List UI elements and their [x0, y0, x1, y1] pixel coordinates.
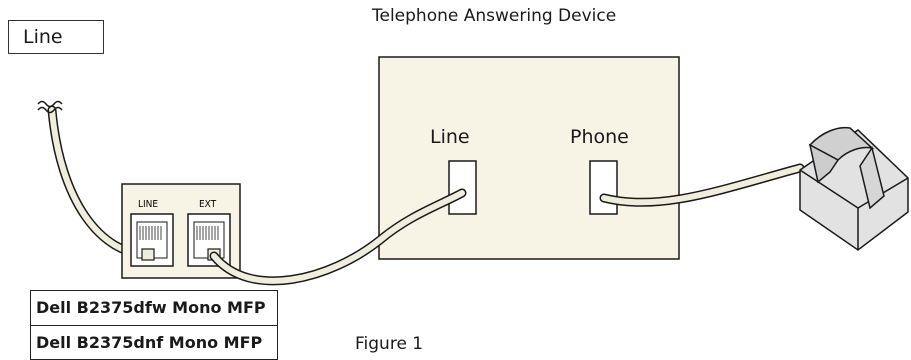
mfp-line-port-label: LINE	[138, 199, 158, 210]
mfp-model-name: Dell B2375dnf Mono MFP	[31, 325, 277, 360]
mfp-model-box: Dell B2375dfw Mono MFP Dell B2375dnf Mon…	[30, 290, 278, 360]
tad-line-port-label: Line	[430, 126, 470, 148]
telephone-icon	[799, 126, 909, 251]
tad-line-jack	[448, 160, 477, 215]
tad-phone-port-label: Phone	[570, 126, 629, 148]
wall-break-icon	[37, 100, 63, 114]
mfp-ext-port-label: EXT	[199, 199, 217, 210]
figure-caption: Figure 1	[355, 334, 424, 354]
mfp-model-name: Dell B2375dfw Mono MFP	[36, 298, 266, 317]
answering-device-body	[378, 56, 680, 260]
answering-device-title: Telephone Answering Device	[372, 6, 617, 26]
tad-phone-jack	[589, 160, 618, 215]
line-label-box: Line	[8, 20, 104, 54]
